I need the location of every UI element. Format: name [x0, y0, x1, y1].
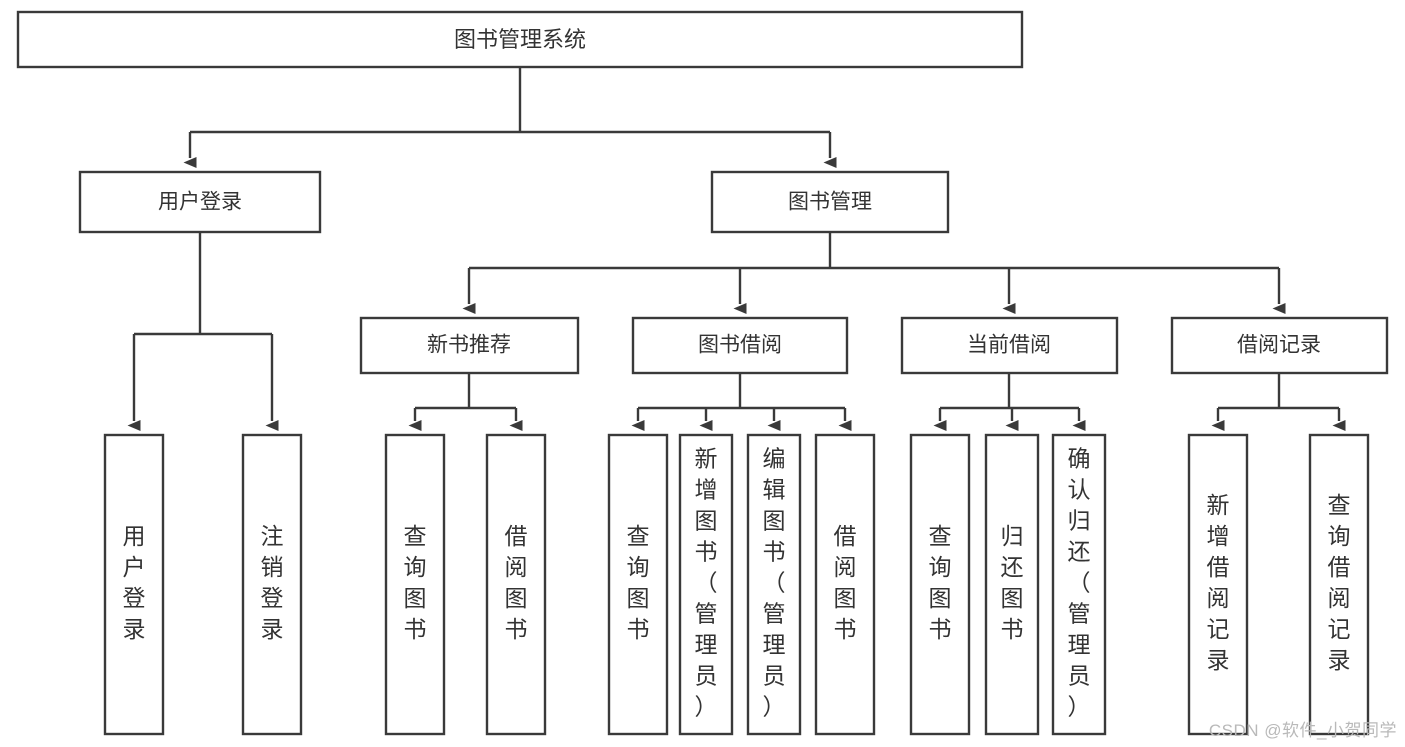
leaf-label: 用户登录	[123, 523, 146, 642]
leaf-label: 查询图书	[627, 523, 650, 642]
node-leaf-return-book[interactable]: 归还图书	[984, 433, 1040, 736]
connector-layer	[127, 67, 1346, 431]
leaf-label: 借阅图书	[834, 523, 857, 642]
leaf-box	[485, 433, 547, 736]
node-leaf-add-borrow-record[interactable]: 新增借阅记录	[1187, 433, 1249, 736]
leaf-node-layer: 用户登录 注销登录 查询图书 借阅图书 查询图书 新增图书（管理员） 编辑图书（管理员） 借阅…	[103, 433, 1370, 736]
leaf-box	[678, 433, 734, 736]
leaf-box	[1051, 433, 1107, 736]
node-leaf-user-login[interactable]: 用户登录	[103, 433, 165, 736]
leaf-label: 归还图书	[1001, 523, 1024, 642]
leaf-label: 查询借阅记录	[1328, 492, 1351, 673]
leaf-label: 编辑图书（管理员）	[763, 446, 786, 720]
leaf-box	[607, 433, 669, 736]
node-book-management-label: 图书管理	[788, 191, 872, 214]
watermark-text: CSDN @软件_小贺同学	[1208, 721, 1397, 740]
node-book-borrow[interactable]: 图书借阅	[631, 316, 849, 375]
leaf-box	[814, 433, 876, 736]
leaf-box	[1187, 433, 1249, 736]
node-new-book-recommend[interactable]: 新书推荐	[359, 316, 580, 375]
node-leaf-borrow-book-2[interactable]: 借阅图书	[814, 433, 876, 736]
node-leaf-add-book-admin[interactable]: 新增图书（管理员）	[678, 433, 734, 736]
leaf-box	[384, 433, 446, 736]
node-leaf-edit-book-admin[interactable]: 编辑图书（管理员）	[746, 433, 802, 736]
leaf-label: 查询图书	[404, 523, 427, 642]
node-current-borrow[interactable]: 当前借阅	[900, 316, 1119, 375]
node-user-login[interactable]: 用户登录	[78, 170, 322, 234]
node-book-borrow-label: 图书借阅	[698, 334, 782, 357]
leaf-box	[746, 433, 802, 736]
leaf-label: 借阅图书	[505, 523, 528, 642]
leaf-box	[984, 433, 1040, 736]
node-leaf-query-borrow-record[interactable]: 查询借阅记录	[1308, 433, 1370, 736]
leaf-label: 新增图书（管理员）	[695, 446, 718, 720]
leaf-label: 查询图书	[929, 523, 952, 642]
node-leaf-query-book-2[interactable]: 查询图书	[607, 433, 669, 736]
node-book-management[interactable]: 图书管理	[710, 170, 950, 234]
leaf-box	[909, 433, 971, 736]
node-leaf-query-book-3[interactable]: 查询图书	[909, 433, 971, 736]
leaf-box	[103, 433, 165, 736]
node-new-book-recommend-label: 新书推荐	[427, 334, 511, 357]
node-root-label: 图书管理系统	[454, 27, 586, 52]
node-leaf-borrow-book-1[interactable]: 借阅图书	[485, 433, 547, 736]
node-layer: 图书管理系统 用户登录 图书管理 新书推荐 图书借阅 当前借阅	[16, 10, 1389, 736]
node-leaf-logout-login[interactable]: 注销登录	[241, 433, 303, 736]
leaf-label: 新增借阅记录	[1207, 492, 1230, 673]
node-borrow-record-label: 借阅记录	[1237, 334, 1321, 357]
node-user-login-label: 用户登录	[158, 191, 242, 214]
leaf-box	[1308, 433, 1370, 736]
leaf-label: 确认归还（管理员）	[1068, 446, 1091, 720]
node-current-borrow-label: 当前借阅	[967, 334, 1051, 357]
node-root[interactable]: 图书管理系统	[16, 10, 1024, 69]
node-leaf-query-book-1[interactable]: 查询图书	[384, 433, 446, 736]
leaf-label: 注销登录	[261, 523, 284, 642]
node-leaf-confirm-return-admin[interactable]: 确认归还（管理员）	[1051, 433, 1107, 736]
leaf-box	[241, 433, 303, 736]
node-borrow-record[interactable]: 借阅记录	[1170, 316, 1389, 375]
